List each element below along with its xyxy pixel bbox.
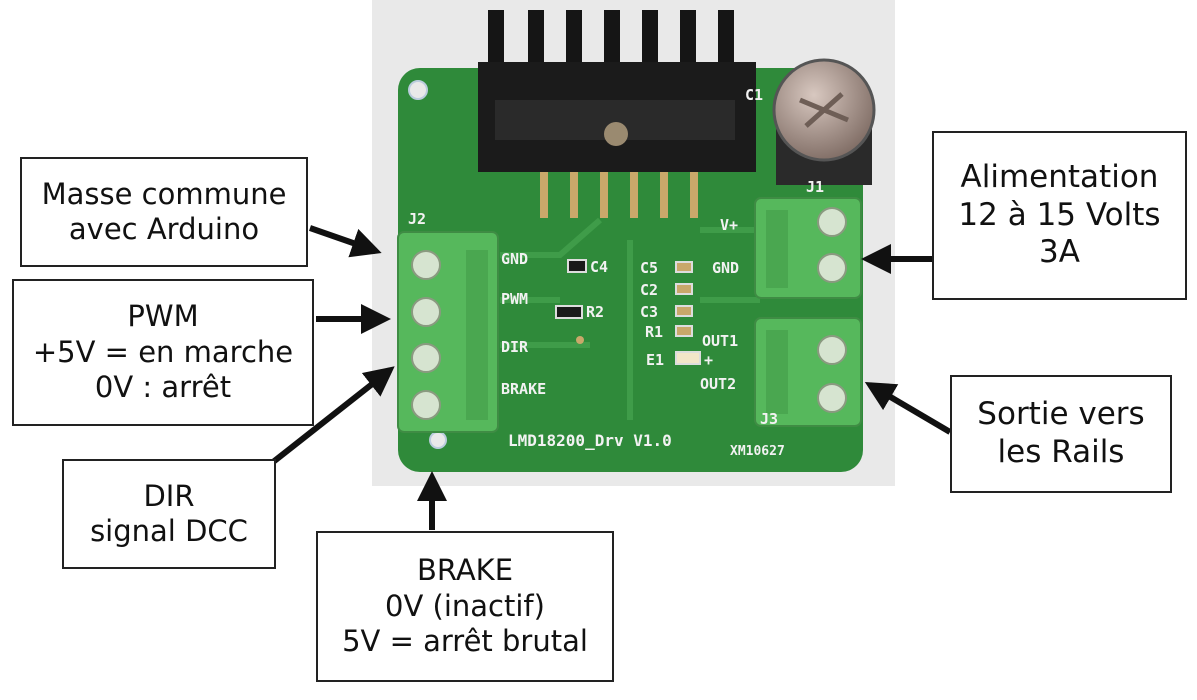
silk-c2: C2 bbox=[640, 281, 658, 299]
terminal-block-j3 bbox=[754, 317, 862, 427]
silk-code: XM10627 bbox=[730, 444, 785, 459]
callout-sortie: Sortie vers les Rails bbox=[950, 375, 1172, 493]
callout-pwm-line-3: 0V : arrêt bbox=[94, 370, 232, 405]
arrow-masse bbox=[309, 225, 382, 258]
callout-alimentation-line-1: Alimentation bbox=[960, 158, 1159, 195]
electrolytic-capacitor bbox=[772, 58, 876, 185]
silk-out1: OUT1 bbox=[702, 332, 738, 350]
callout-pwm-line-1: PWM bbox=[127, 299, 199, 334]
silk-gnd-left: GND bbox=[501, 250, 528, 268]
silk-plus: + bbox=[704, 351, 713, 369]
callout-dir-line-1: DIR bbox=[143, 478, 195, 513]
silk-j2: J2 bbox=[408, 210, 426, 228]
silk-c1: C1 bbox=[745, 86, 763, 104]
heatsink bbox=[478, 10, 756, 172]
silk-e1: E1 bbox=[646, 351, 664, 369]
callout-alimentation-line-3: 3A bbox=[1039, 234, 1080, 271]
callout-pwm: PWM +5V = en marche 0V : arrêt bbox=[12, 279, 314, 426]
silk-gnd-right: GND bbox=[712, 259, 739, 277]
silk-r2: R2 bbox=[586, 303, 604, 321]
terminal-block-j2 bbox=[397, 231, 499, 433]
callout-alimentation: Alimentation 12 à 15 Volts 3A bbox=[932, 131, 1187, 300]
mounting-hole bbox=[429, 431, 447, 449]
silk-model: LMD18200_Drv V1.0 bbox=[508, 431, 672, 450]
silk-brake: BRAKE bbox=[501, 380, 546, 398]
callout-brake: BRAKE 0V (inactif) 5V = arrêt brutal bbox=[316, 531, 614, 682]
callout-pwm-line-2: +5V = en marche bbox=[32, 334, 294, 369]
smd-components bbox=[555, 259, 701, 365]
pcb-traces bbox=[500, 217, 760, 420]
mounting-hole bbox=[408, 80, 428, 100]
arrows bbox=[266, 225, 952, 530]
arrow-sortie bbox=[864, 381, 952, 435]
callout-brake-line-3: 5V = arrêt brutal bbox=[342, 624, 588, 659]
callout-sortie-line-1: Sortie vers bbox=[977, 396, 1145, 433]
callout-dir: DIR signal DCC bbox=[62, 459, 276, 569]
silk-c5: C5 bbox=[640, 259, 658, 277]
silk-dir: DIR bbox=[501, 338, 529, 356]
callout-brake-line-1: BRAKE bbox=[416, 553, 514, 588]
arrow-dir bbox=[266, 366, 395, 469]
callout-sortie-line-2: les Rails bbox=[997, 434, 1125, 470]
callout-dir-line-2: signal DCC bbox=[90, 514, 248, 548]
ic-pins bbox=[540, 172, 698, 218]
silk-r1: R1 bbox=[645, 323, 663, 341]
silk-j3: J3 bbox=[760, 410, 778, 428]
silk-c4: C4 bbox=[590, 258, 608, 276]
silk-vplus: V+ bbox=[720, 216, 738, 234]
silk-out2: OUT2 bbox=[700, 375, 736, 393]
callout-masse: Masse commune avec Arduino bbox=[20, 157, 308, 267]
callout-masse-line-1: Masse commune bbox=[41, 176, 287, 211]
callout-brake-line-2: 0V (inactif) bbox=[385, 588, 545, 623]
callout-masse-line-2: avec Arduino bbox=[68, 212, 260, 246]
silk-c3: C3 bbox=[640, 303, 658, 321]
callout-alimentation-line-2: 12 à 15 Volts bbox=[958, 196, 1161, 233]
silk-pwm: PWM bbox=[501, 290, 528, 308]
silk-j1: J1 bbox=[806, 178, 824, 196]
terminal-block-j1 bbox=[754, 197, 862, 299]
